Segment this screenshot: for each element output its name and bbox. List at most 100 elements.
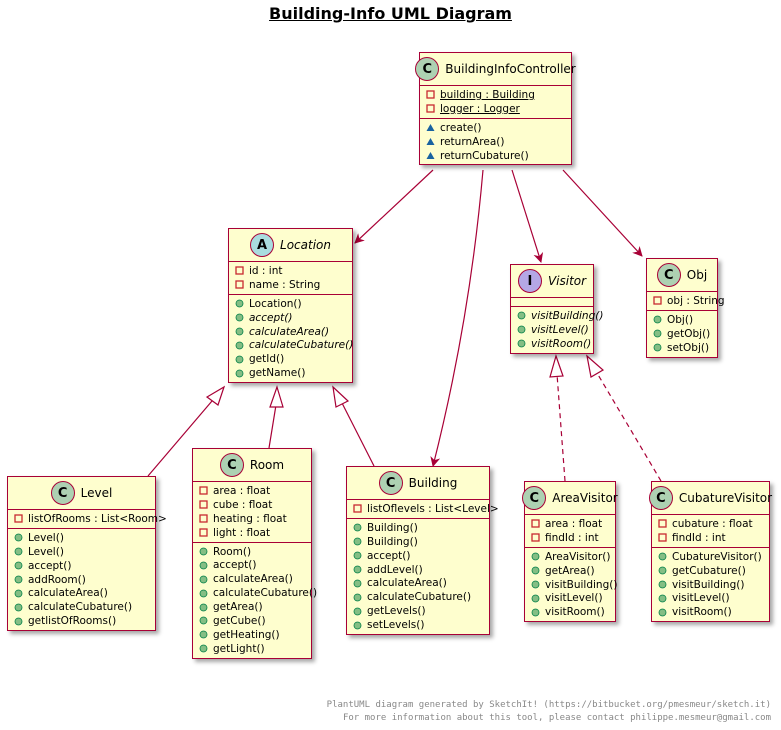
- operation-text: addLevel(): [367, 563, 423, 576]
- attribute-text: findId : int: [672, 531, 726, 544]
- public-visibility-icon: [199, 547, 208, 556]
- operation-row: getHeating(): [199, 628, 305, 642]
- operation-text: addRoom(): [28, 573, 86, 586]
- public-visibility-icon: [199, 575, 208, 584]
- class-icon: C: [522, 486, 547, 510]
- class-name: CubatureVisitor: [678, 491, 773, 505]
- operations-section: AreaVisitor()getArea()visitBuilding()vis…: [525, 548, 618, 621]
- public-visibility-icon: [658, 566, 667, 575]
- extends-room-location: [268, 404, 277, 449]
- operation-row: getId(): [235, 352, 346, 366]
- attribute-row: heating : float: [199, 512, 305, 526]
- operation-text: create(): [440, 121, 482, 134]
- operation-row: getlistOfRooms(): [14, 614, 149, 628]
- operation-row: calculateCubature(): [14, 600, 149, 614]
- public-visibility-icon: [653, 329, 662, 338]
- operation-row: getArea(): [531, 564, 609, 578]
- attribute-text: light : float: [213, 526, 271, 539]
- private-visibility-icon: [658, 533, 667, 542]
- operation-row: visitRoom(): [658, 605, 763, 619]
- private-visibility-icon: [531, 533, 540, 542]
- public-visibility-icon: [199, 616, 208, 625]
- implements-cubaturevisitor-visitor: [596, 372, 662, 482]
- public-visibility-icon: [353, 593, 362, 602]
- assoc-controller-visitor: [511, 169, 544, 263]
- operation-text: AreaVisitor(): [545, 550, 611, 563]
- attribute-text: listOflevels : List<Level>: [367, 502, 499, 515]
- operation-row: returnCubature(): [426, 149, 565, 163]
- operation-text: visitLevel(): [545, 592, 603, 605]
- operation-row: Obj(): [653, 313, 711, 327]
- operation-row: visitBuilding(): [517, 309, 603, 323]
- public-visibility-icon: [14, 603, 23, 612]
- attributes-section: listOfRooms : List<Room>: [8, 510, 167, 529]
- operation-text: accept(): [213, 559, 257, 572]
- attributes-section: [511, 298, 593, 307]
- private-visibility-icon: [426, 90, 435, 100]
- public-visibility-icon: [14, 547, 23, 556]
- public-visibility-icon: [14, 561, 23, 570]
- operations-section: create()returnArea()returnCubature(): [420, 119, 571, 165]
- public-visibility-icon: [14, 589, 23, 598]
- operations-section: Obj()getObj()setObj(): [647, 311, 717, 357]
- attribute-row: obj : String: [653, 294, 725, 308]
- operation-text: getCubature(): [672, 564, 746, 577]
- operation-text: getLevels(): [367, 605, 426, 618]
- operation-row: getName(): [235, 366, 346, 380]
- operation-row: Level(): [14, 545, 149, 559]
- operation-row: calculateArea(): [353, 576, 483, 590]
- operation-text: getName(): [249, 367, 306, 380]
- assoc-controller-building: [430, 169, 484, 467]
- package-visibility-icon: [426, 151, 435, 160]
- public-visibility-icon: [199, 589, 208, 598]
- public-visibility-icon: [531, 608, 540, 617]
- operations-section: Room()accept()calculateArea()calculateCu…: [193, 543, 317, 658]
- attribute-row: cubature : float: [658, 517, 763, 531]
- operation-text: visitBuilding(): [531, 309, 604, 322]
- operation-row: Building(): [353, 535, 483, 549]
- public-visibility-icon: [199, 630, 208, 639]
- operation-text: accept(): [367, 549, 411, 562]
- public-visibility-icon: [653, 315, 662, 324]
- realization-head-cubaturevisitor: [586, 354, 605, 378]
- public-visibility-icon: [531, 580, 540, 589]
- public-visibility-icon: [353, 579, 362, 588]
- operation-text: Obj(): [667, 313, 694, 326]
- operation-row: Location(): [235, 297, 346, 311]
- operation-row: getCube(): [199, 614, 305, 628]
- operation-text: visitBuilding(): [545, 578, 618, 591]
- attribute-text: heating : float: [213, 512, 287, 525]
- operation-text: visitBuilding(): [672, 578, 745, 591]
- operations-section: CubatureVisitor()getCubature()visitBuild…: [652, 548, 769, 621]
- operation-row: CubatureVisitor(): [658, 550, 763, 564]
- operation-text: Building(): [367, 521, 418, 534]
- operation-text: Building(): [367, 535, 418, 548]
- operation-text: getlistOfRooms(): [28, 615, 117, 628]
- operation-text: setObj(): [667, 341, 710, 354]
- attribute-row: findId : int: [658, 531, 763, 545]
- operations-section: Building()Building()accept()addLevel()ca…: [347, 519, 489, 634]
- public-visibility-icon: [353, 565, 362, 574]
- operation-text: calculateArea(): [249, 325, 330, 338]
- package-visibility-icon: [426, 137, 435, 146]
- class-icon: C: [378, 471, 403, 495]
- attribute-row: id : int: [235, 264, 346, 278]
- public-visibility-icon: [235, 341, 244, 350]
- operation-row: getObj(): [653, 327, 711, 341]
